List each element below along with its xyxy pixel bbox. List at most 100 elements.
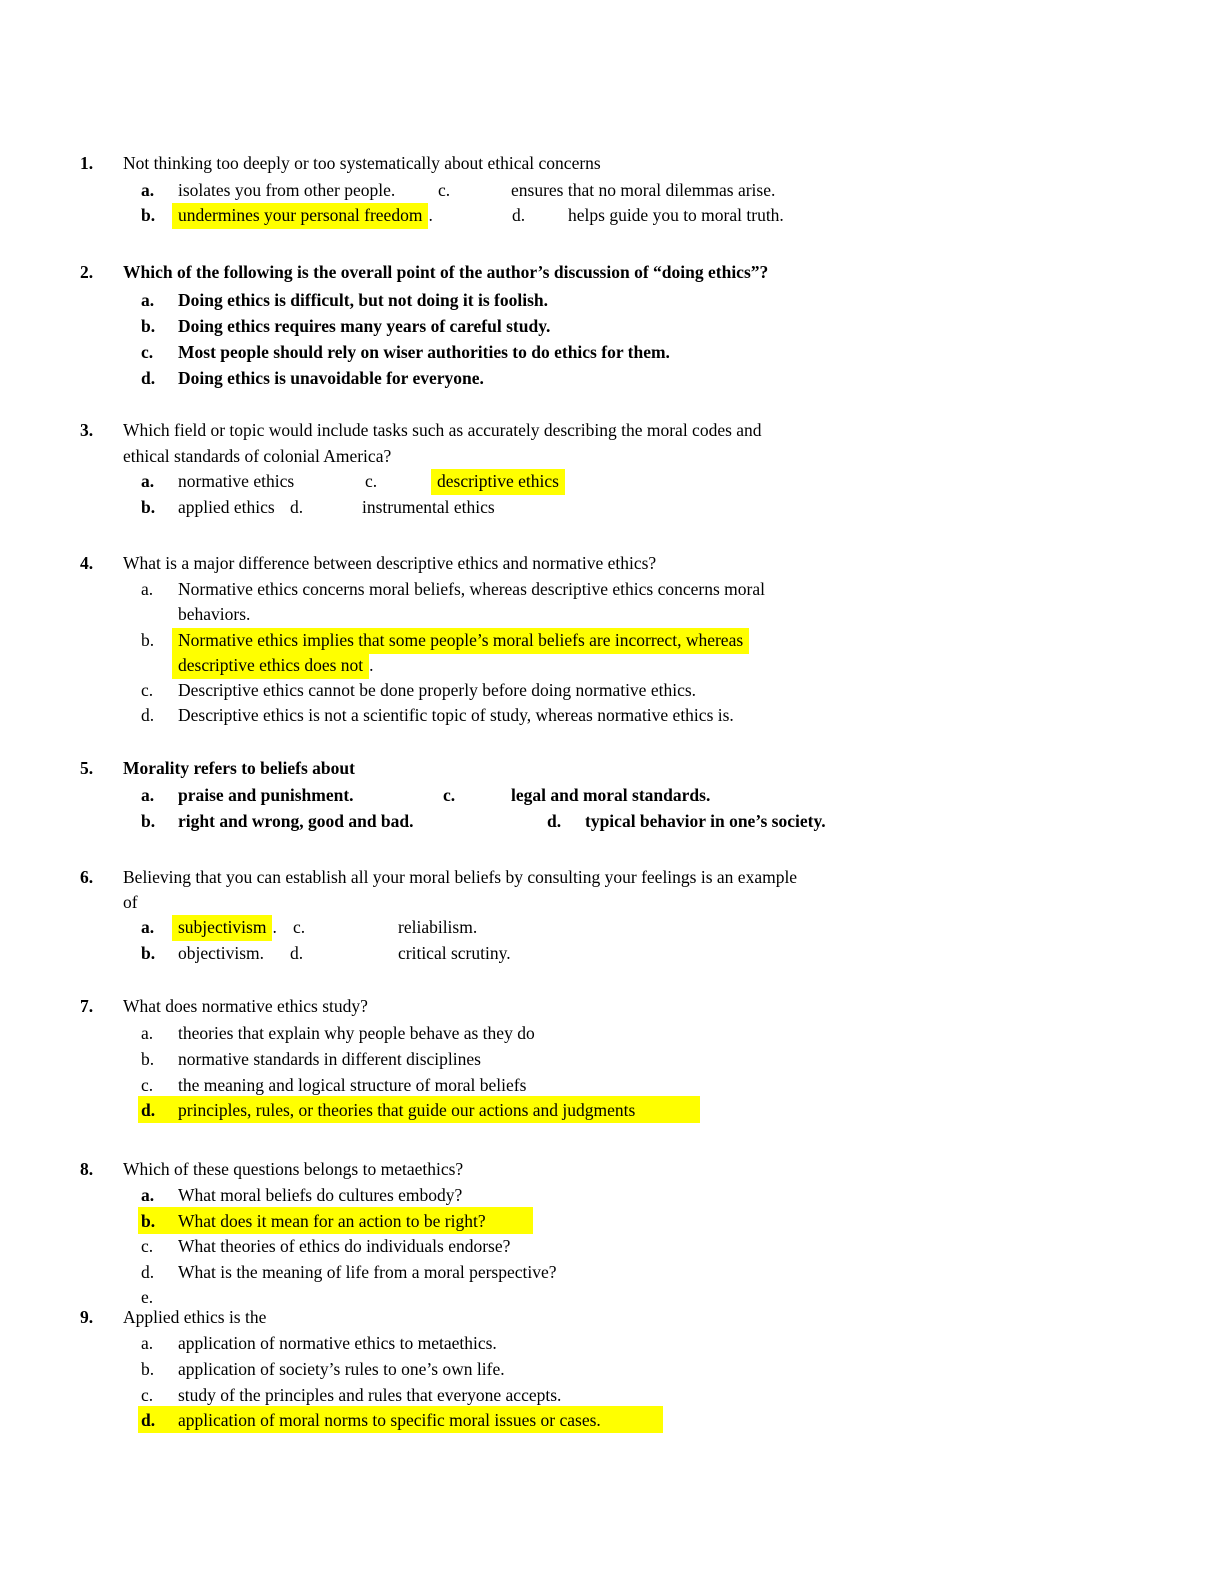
question-text: Which of these questions belongs to meta… <box>123 1159 464 1179</box>
question-text: Which of the following is the overall po… <box>123 262 769 282</box>
question-number: 4. <box>80 553 94 573</box>
option-text: right and wrong, good and bad. <box>178 811 414 831</box>
option-text: objectivism. <box>178 943 265 963</box>
question-5-option-b: b. right and wrong, good and bad. d. typ… <box>0 808 1224 834</box>
question-number: 2. <box>80 262 94 282</box>
option-text: Doing ethics is unavoidable for everyone… <box>178 368 484 388</box>
question-1-option-b: b. undermines your personal freedom. d. … <box>0 202 1224 229</box>
option-text: Normative ethics concerns moral beliefs,… <box>178 579 765 599</box>
option-letter: c. <box>141 342 154 362</box>
question-number: 7. <box>80 996 94 1016</box>
option-letter: c. <box>141 1385 154 1405</box>
option-text: isolates you from other people. <box>178 180 396 200</box>
option-letter: e. <box>141 1287 154 1307</box>
question-4-option-b-line2: descriptive ethics does not. <box>0 652 1224 679</box>
question-6-option-a: a. subjectivism. c. reliabilism. <box>0 914 1224 941</box>
option-letter: c. <box>293 917 306 937</box>
option-text: instrumental ethics <box>362 497 495 517</box>
question-7-option-c: c. the meaning and logical structure of … <box>0 1072 1224 1098</box>
option-text: undermines your personal freedom. <box>172 202 433 229</box>
question-number: 5. <box>80 758 94 778</box>
question-number: 8. <box>80 1159 94 1179</box>
option-text: the meaning and logical structure of mor… <box>178 1075 527 1095</box>
question-8-option-b: b. What does it mean for an action to be… <box>0 1207 1224 1234</box>
question-7-stem: 7. What does normative ethics study? <box>0 993 1224 1019</box>
option-letter: b. <box>141 1049 155 1069</box>
option-letter: c. <box>443 785 456 805</box>
option-text: critical scrutiny. <box>398 943 511 963</box>
option-text: What is the meaning of life from a moral… <box>178 1262 557 1282</box>
question-text: Which field or topic would include tasks… <box>123 420 762 440</box>
option-letter: c. <box>438 180 451 200</box>
option-text-suffix: . <box>272 917 277 937</box>
option-text: What moral beliefs do cultures embody? <box>178 1185 463 1205</box>
highlighted-answer-text: descriptive ethics <box>431 469 565 495</box>
question-5-stem: 5. Morality refers to beliefs about <box>0 755 1224 781</box>
answer-highlight <box>138 1096 700 1123</box>
option-letter: b. <box>141 205 156 225</box>
highlighted-answer-text: subjectivism <box>172 915 273 941</box>
option-letter: b. <box>141 630 155 650</box>
option-text: application of society’s rules to one’s … <box>178 1359 505 1379</box>
question-3-stem: 3. Which field or topic would include ta… <box>0 417 1224 443</box>
question-9-stem: 9. Applied ethics is the <box>0 1304 1224 1330</box>
question-7-option-d: d. principles, rules, or theories that g… <box>0 1096 1224 1123</box>
question-text: Believing that you can establish all you… <box>123 867 798 887</box>
question-text: What does normative ethics study? <box>123 996 368 1016</box>
question-number: 9. <box>80 1307 94 1327</box>
question-text: Applied ethics is the <box>123 1307 267 1327</box>
answer-highlight <box>138 1207 533 1234</box>
highlighted-answer-text: descriptive ethics does not <box>172 653 370 679</box>
option-letter: a. <box>141 785 155 805</box>
question-6-stem-line2: of <box>0 889 1224 915</box>
option-text: application of moral norms to specific m… <box>178 1410 601 1430</box>
option-text: What does it mean for an action to be ri… <box>178 1211 486 1231</box>
question-4-option-a-line2: behaviors. <box>0 601 1224 627</box>
option-text: typical behavior in one’s society. <box>585 811 826 831</box>
option-text: normative standards in different discipl… <box>178 1049 481 1069</box>
highlighted-answer-text: Normative ethics implies that some peopl… <box>172 628 750 654</box>
option-letter: b. <box>141 1211 156 1231</box>
option-letter: c. <box>141 680 154 700</box>
question-4-option-c: c. Descriptive ethics cannot be done pro… <box>0 677 1224 703</box>
question-9-option-c: c. study of the principles and rules tha… <box>0 1382 1224 1408</box>
option-letter: a. <box>141 579 154 599</box>
question-8-option-d: d. What is the meaning of life from a mo… <box>0 1259 1224 1285</box>
option-text: Descriptive ethics cannot be done proper… <box>178 680 697 700</box>
option-letter: b. <box>141 497 156 517</box>
option-text: principles, rules, or theories that guid… <box>178 1100 636 1120</box>
option-letter: c. <box>141 1236 154 1256</box>
option-letter: d. <box>141 1100 156 1120</box>
option-letter: d. <box>141 368 156 388</box>
option-text: descriptive ethics <box>431 468 565 495</box>
option-letter: a. <box>141 290 155 310</box>
question-9-option-a: a. application of normative ethics to me… <box>0 1330 1224 1356</box>
option-text: theories that explain why people behave … <box>178 1023 535 1043</box>
question-1-option-a: a. isolates you from other people. c. en… <box>0 177 1224 203</box>
option-text: behaviors. <box>178 604 251 624</box>
option-text: helps guide you to moral truth. <box>568 205 784 225</box>
question-number: 3. <box>80 420 94 440</box>
question-6-option-b: b. objectivism. d. critical scrutiny. <box>0 940 1224 966</box>
option-letter: d. <box>290 497 304 517</box>
option-letter: a. <box>141 1333 154 1353</box>
option-letter: d. <box>141 1262 155 1282</box>
question-4-option-a: a. Normative ethics concerns moral belie… <box>0 576 1224 602</box>
option-letter: a. <box>141 471 155 491</box>
question-number: 6. <box>80 867 94 887</box>
option-text: praise and punishment. <box>178 785 354 805</box>
option-letter: b. <box>141 811 156 831</box>
question-7-option-b: b. normative standards in different disc… <box>0 1046 1224 1072</box>
option-letter: b. <box>141 316 156 336</box>
option-letter: d. <box>290 943 304 963</box>
question-1-stem: 1. Not thinking too deeply or too system… <box>0 150 1224 176</box>
question-text: What is a major difference between descr… <box>123 553 657 573</box>
question-3-stem-line2: ethical standards of colonial America? <box>0 443 1224 469</box>
option-text: application of normative ethics to metae… <box>178 1333 497 1353</box>
option-text: study of the principles and rules that e… <box>178 1385 562 1405</box>
option-text-suffix: . <box>369 655 374 675</box>
option-letter: b. <box>141 1359 155 1379</box>
option-text: Most people should rely on wiser authori… <box>178 342 670 362</box>
question-2-stem: 2. Which of the following is the overall… <box>0 259 1224 285</box>
